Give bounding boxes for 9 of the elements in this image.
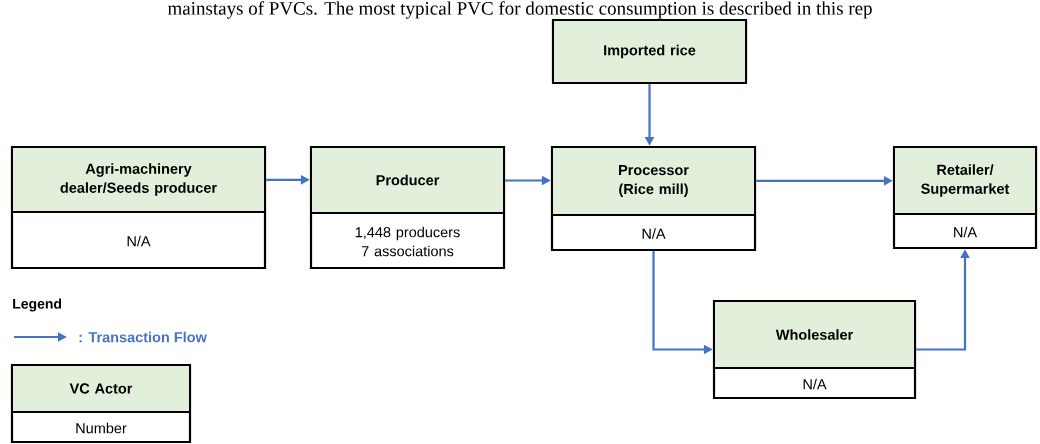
actor-box: Wholesaler N/A [712, 299, 917, 400]
actor-box: Agri-machinery dealer/Seeds producer N/A [10, 145, 267, 270]
actor-box: Retailer/ Supermarket N/A [892, 145, 1038, 250]
actor-box: Producer 1,448 producers 7 associations [309, 145, 506, 270]
actor-box: VC Actor Number [10, 363, 192, 444]
legend-text: : Transaction Flow [79, 331, 207, 343]
legend-heading: Legend [13, 298, 62, 312]
actor-box: Processor (Rice mill) N/A [550, 145, 757, 252]
actor-box: Imported rice [551, 18, 748, 85]
